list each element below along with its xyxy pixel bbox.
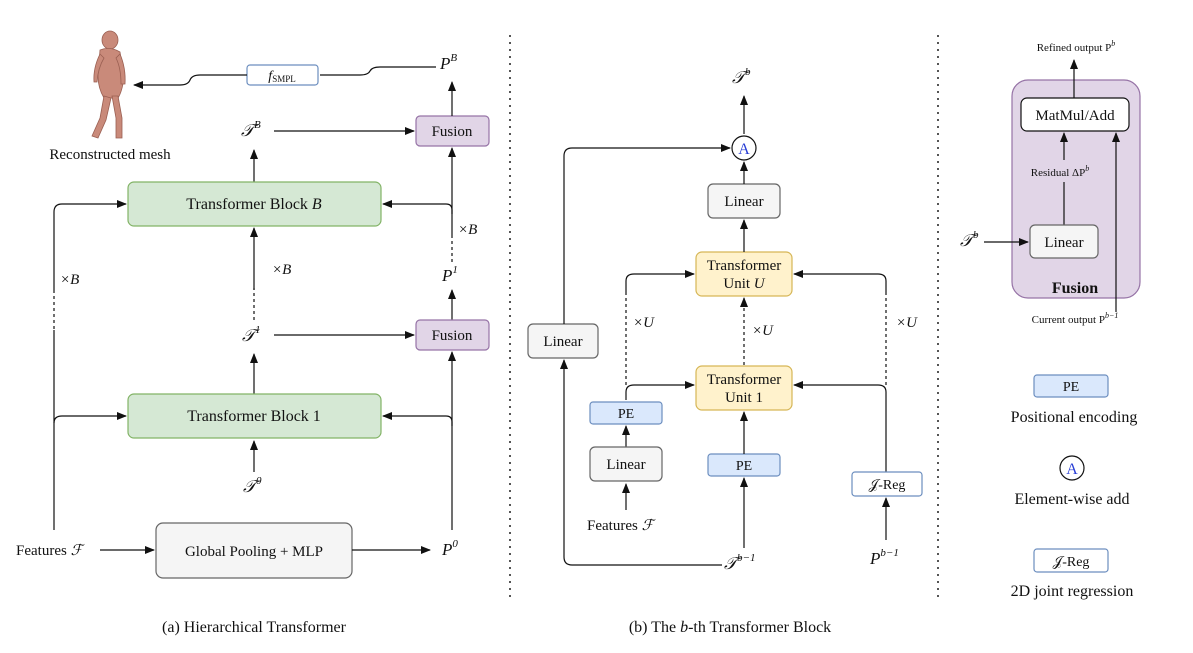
add-circle <box>731 135 757 161</box>
legend-add-desc: Element-wise add <box>1014 491 1129 508</box>
fusion-linear-box <box>1029 224 1099 259</box>
legend-pe-box <box>1033 374 1109 398</box>
reconstructed-mesh-figure <box>91 30 126 139</box>
caption-a: (a) Hierarchical Transformer <box>162 619 347 636</box>
features-label-b: Features ℱ <box>587 518 657 534</box>
pe-left-box <box>589 401 663 425</box>
panel-a: Reconstructed mesh fSMPL PB Fusion 𝒯B Tr… <box>16 30 490 636</box>
fusion-title: Fusion <box>1052 280 1098 297</box>
fusion-bottom-box <box>415 319 490 351</box>
legend-jreg-box <box>1033 548 1109 573</box>
transformer-block-b <box>127 181 382 227</box>
times-b-right: ×B <box>458 222 477 238</box>
pe-left-to-unit-1-arrow <box>625 381 695 400</box>
panel-c: Refined output Pb MatMul/Add Residual ΔP… <box>960 39 1141 600</box>
tau-b-out-label: 𝒯b <box>732 66 751 87</box>
unit-u-line2: Unit U <box>723 276 765 292</box>
left-to-block-b-arrow <box>53 200 127 290</box>
tau-1-label: 𝒯1 <box>242 324 261 345</box>
unit-1-line1: Transformer <box>707 372 781 388</box>
panel-b: 𝒯b A Linear Transformer Unit U Linear ×U… <box>527 66 923 636</box>
tau-0-label: 𝒯0 <box>243 475 262 496</box>
transformer-block-1 <box>127 393 382 439</box>
add-symbol: A <box>738 141 750 158</box>
transformer-block-b-label: Transformer Block B <box>186 196 322 213</box>
fsmpl-to-mesh-arrow <box>133 74 247 89</box>
times-u-mid: ×U <box>752 323 774 339</box>
p-0-label: P0 <box>441 538 458 559</box>
current-output-label: Current output Pb−1 <box>1032 311 1119 326</box>
pe-mid-label: PE <box>736 459 752 474</box>
times-b-mid: ×B <box>272 262 291 278</box>
jreg-to-unit-1-arrow <box>793 381 887 472</box>
j-reg-label: 𝒥-Reg <box>869 478 906 493</box>
tau-bm1-label: 𝒯b−1 <box>724 552 755 573</box>
matmul-add-label: MatMul/Add <box>1035 108 1115 124</box>
fusion-top-label: Fusion <box>432 124 473 140</box>
refined-output-label: Refined output Pb <box>1037 39 1116 54</box>
p-bm1-label: Pb−1 <box>869 547 899 568</box>
legend-add-symbol: A <box>1066 461 1078 478</box>
linear-features-label: Linear <box>606 457 645 473</box>
p-b-to-fsmpl-arrow <box>320 66 436 76</box>
legend-pe-desc: Positional encoding <box>1011 409 1138 426</box>
caption-b: (b) The b-th Transformer Block <box>629 619 831 636</box>
j-reg-box <box>851 471 923 497</box>
tau-b-label: 𝒯B <box>241 119 261 140</box>
linear-top-label: Linear <box>724 194 763 210</box>
unit-u-line1: Transformer <box>707 258 781 274</box>
global-pooling-label: Global Pooling + MLP <box>185 544 323 560</box>
legend-jreg-desc: 2D joint regression <box>1011 583 1134 600</box>
tau-b-in-label: 𝒯b <box>960 229 979 250</box>
fusion-linear-label: Linear <box>1044 235 1083 251</box>
transformer-unit-1 <box>695 365 793 411</box>
tau-bm1-to-linear-left-arrow <box>560 359 722 566</box>
right-to-block-b-arrow <box>382 200 453 214</box>
linear-left-label: Linear <box>543 334 582 350</box>
matmul-add-box <box>1020 97 1130 132</box>
left-to-block-1-arrow <box>53 412 127 530</box>
p-b-label: PB <box>439 52 457 73</box>
reconstructed-mesh-label: Reconstructed mesh <box>49 147 171 163</box>
p-1-label: P1 <box>441 264 458 285</box>
legend-pe-label: PE <box>1063 380 1079 395</box>
jreg-to-unit-u-arrow <box>793 270 887 295</box>
f-smpl-label: fSMPL <box>268 69 295 84</box>
pe-left-to-unit-u-arrow <box>625 270 695 295</box>
transformer-block-1-label: Transformer Block 1 <box>187 408 321 425</box>
linear-left-box <box>527 323 599 359</box>
residual-label: Residual ΔPb <box>1031 164 1089 179</box>
linear-left-to-add-arrow <box>563 144 731 324</box>
times-b-left: ×B <box>60 272 79 288</box>
pe-left-label: PE <box>618 407 634 422</box>
times-u-right: ×U <box>896 315 918 331</box>
features-label-a: Features ℱ <box>16 543 86 559</box>
linear-features-box <box>589 446 663 482</box>
legend-jreg-label: 𝒥-Reg <box>1053 555 1090 570</box>
fusion-bottom-label: Fusion <box>432 328 473 344</box>
times-u-left: ×U <box>633 315 655 331</box>
unit-1-line2: Unit 1 <box>725 390 763 406</box>
right-to-block-1-arrow <box>382 412 453 426</box>
legend-add-circle <box>1059 455 1085 481</box>
